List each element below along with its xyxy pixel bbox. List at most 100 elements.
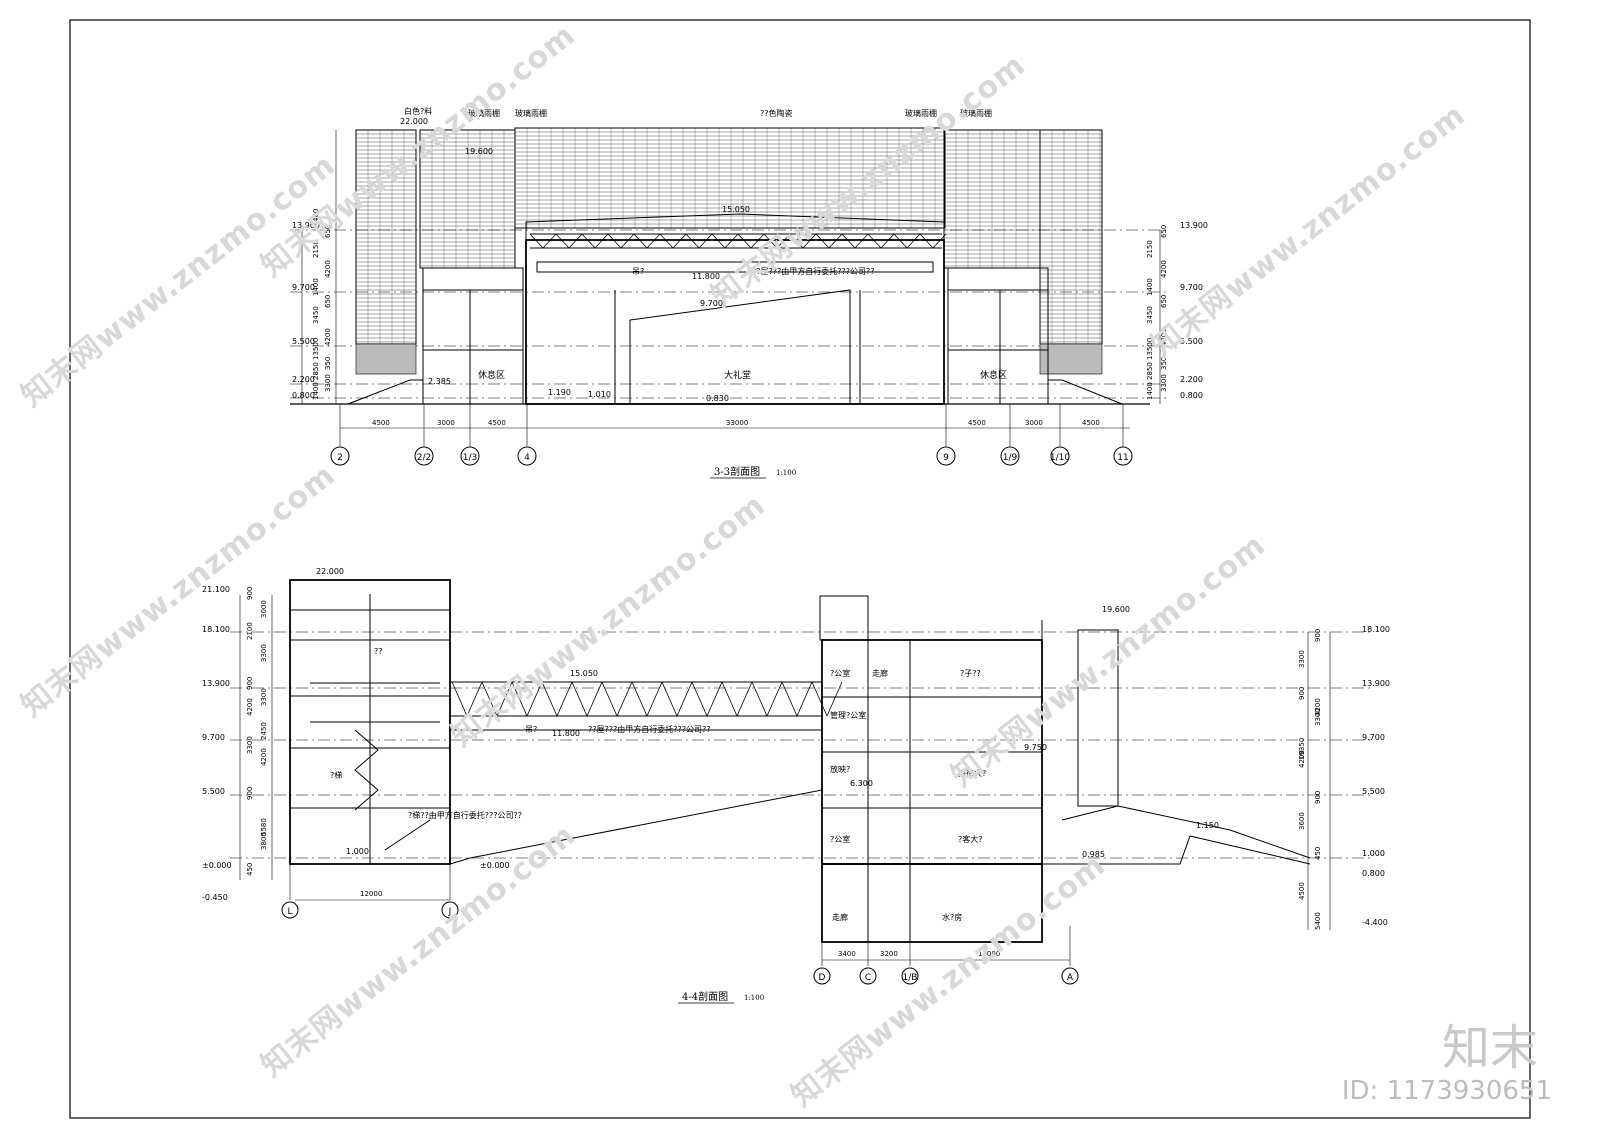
- s44-ldim-8: 3300: [246, 736, 254, 754]
- s33-ldim-6: 3450: [312, 306, 320, 324]
- s44-ldim-6: 900: [246, 677, 254, 690]
- s33-note-ceiling: 吊?: [632, 267, 644, 276]
- s33-dim-4: 4500: [968, 419, 986, 427]
- s33-elev-5500-left: 5.500: [292, 337, 315, 346]
- s33-ldim-8: 13500: [312, 338, 320, 360]
- s44-elev-0800-right: 0.800: [1362, 869, 1385, 878]
- s44-elev-9750: 9.750: [1024, 743, 1047, 752]
- s33-elev-2200-left: 2.200: [292, 375, 315, 384]
- s33-dim-5: 3000: [1025, 419, 1043, 427]
- s44-dim-1: 3400: [838, 950, 856, 958]
- s33-ldim-3: 4200: [324, 260, 332, 278]
- s33-ldim-0: 400: [312, 209, 320, 222]
- s44-rdim-1: 3300: [1298, 650, 1306, 668]
- s33-elev-9700-right: 9.700: [1180, 283, 1203, 292]
- s44-room-top: ?子??: [960, 669, 981, 678]
- s33-dim-0: 4500: [372, 419, 390, 427]
- s44-ldim-11: 3800: [260, 832, 268, 850]
- s33-ldim-2: 2150: [312, 240, 320, 258]
- s44-elev-1000-right: 1.000: [1362, 849, 1385, 858]
- s44-elev-1000: 1.000: [346, 847, 369, 856]
- s44-note-stair: ?梯??由甲方自行委托???公司??: [408, 810, 522, 820]
- s44-room-management: 管理?公室: [830, 710, 866, 720]
- s33-ldim-9: 350: [324, 357, 332, 370]
- s33-axis-2: 1/3: [463, 453, 477, 463]
- s33-room-auditorium: 大礼堂: [724, 369, 751, 381]
- s44-axis-5: A: [1067, 973, 1074, 983]
- s33-rdim-8: 350: [1160, 357, 1168, 370]
- s44-rdim-5: 4200: [1298, 750, 1306, 768]
- s33-label-white-paint: 白色?料: [404, 106, 432, 116]
- s33-axis-6: 1/10: [1050, 453, 1070, 463]
- brand-logo: 知末: [1441, 1020, 1538, 1076]
- s33-rdim-9: 2850: [1146, 362, 1154, 380]
- s44-elev-19600: 19.600: [1102, 605, 1130, 614]
- s33-elev-19600: 19.600: [465, 147, 493, 156]
- s33-axis-7: 11: [1117, 453, 1128, 463]
- s44-ldim-3: 3300: [260, 644, 268, 662]
- s33-elev-5500-right: 5.500: [1180, 337, 1203, 346]
- image-id-text: ID: 1173930651: [1341, 1076, 1552, 1106]
- s44-elev-15050: 15.050: [570, 669, 598, 678]
- s44-elev-6300: 6.300: [850, 779, 873, 788]
- s33-elev-22000: 22.000: [400, 117, 428, 126]
- s44-room-pump: 水?房: [942, 912, 962, 922]
- s33-elev-0800-right: 0.800: [1180, 391, 1203, 400]
- s44-rdim-11: 19350: [1298, 738, 1306, 760]
- s33-axis-4: 9: [943, 453, 949, 463]
- s44-ldim-2: 2100: [246, 622, 254, 640]
- s33-ldim-10: 2850: [312, 362, 320, 380]
- s33-room-lounge-left: 休息区: [478, 369, 505, 381]
- s33-elev-2385: 2.385: [428, 377, 451, 386]
- s44-axis-3: C: [865, 973, 871, 983]
- s44-dim-2: 3200: [880, 950, 898, 958]
- s33-elev-2200-right: 2.200: [1180, 375, 1203, 384]
- s44-elev-minus4400: -4.400: [1362, 918, 1388, 927]
- s44-ldim-13: 2450: [260, 722, 268, 740]
- s33-elev-15050: 15.050: [722, 205, 750, 214]
- s44-elev-0000: ±0.000: [202, 861, 232, 870]
- s33-dim-6: 4500: [1082, 419, 1100, 427]
- s44-rdim-8: 450: [1314, 847, 1322, 860]
- s33-axis-0: 2: [337, 453, 343, 463]
- s44-axis-0: L: [287, 907, 292, 917]
- s44-elev-22000: 22.000: [316, 567, 344, 576]
- sheet-border: [69, 19, 1531, 1119]
- s44-elev-13900-left: 13.900: [202, 679, 230, 688]
- s44-title: 4-4剖面图: [682, 990, 728, 1003]
- s33-ldim-11: 3300: [324, 374, 332, 392]
- s44-scale: 1:100: [744, 994, 764, 1002]
- s33-ldim-4: 1400: [312, 278, 320, 296]
- s44-elev-21100: 21.100: [202, 585, 230, 594]
- s44-room-office-lower: ?公室: [830, 834, 850, 844]
- s44-elev-0985: 0.985: [1082, 850, 1105, 859]
- s44-elev-0000-inner: ±0.000: [480, 861, 510, 870]
- s44-elev-11800: 11.800: [552, 729, 580, 738]
- s33-ldim-12: 1400: [312, 382, 320, 400]
- s33-rdim-1: 2150: [1146, 240, 1154, 258]
- s33-axis-1: 2/2: [417, 453, 431, 463]
- s44-rdim-3: 900: [1298, 687, 1306, 700]
- s44-axis-1: J: [448, 907, 452, 917]
- s33-elev-11800: 11.800: [692, 272, 720, 281]
- s44-elev-18100: 18.100: [202, 625, 230, 634]
- s44-rdim-10: 5400: [1314, 912, 1322, 930]
- s44-rdim-9: 4500: [1298, 882, 1306, 900]
- s33-elev-0830: 0.830: [706, 394, 729, 403]
- s33-axis-5: 1/9: [1003, 453, 1018, 463]
- s44-ldim-7: 4200: [260, 748, 268, 766]
- s33-rdim-5: 3450: [1146, 306, 1154, 324]
- s44-elev-9700-right: 9.700: [1362, 733, 1385, 742]
- s44-rdim-0: 900: [1314, 629, 1322, 642]
- s33-rdim-10: 3300: [1160, 374, 1168, 392]
- s44-dim-0: 12000: [360, 890, 382, 898]
- s33-rdim-6: 4200: [1160, 328, 1168, 346]
- s33-elev-9700-inner: 9.700: [700, 299, 723, 308]
- s33-axis-3: 4: [524, 453, 530, 463]
- s33-note-roof: ??屋???由甲方自行委托???公司??: [752, 266, 874, 276]
- s33-rdim-11: 1400: [1146, 382, 1154, 400]
- s44-ldim-4: 4200: [246, 698, 254, 716]
- s44-room-left-top: ??: [374, 647, 383, 656]
- s44-elev-5500-left: 5.500: [202, 787, 225, 796]
